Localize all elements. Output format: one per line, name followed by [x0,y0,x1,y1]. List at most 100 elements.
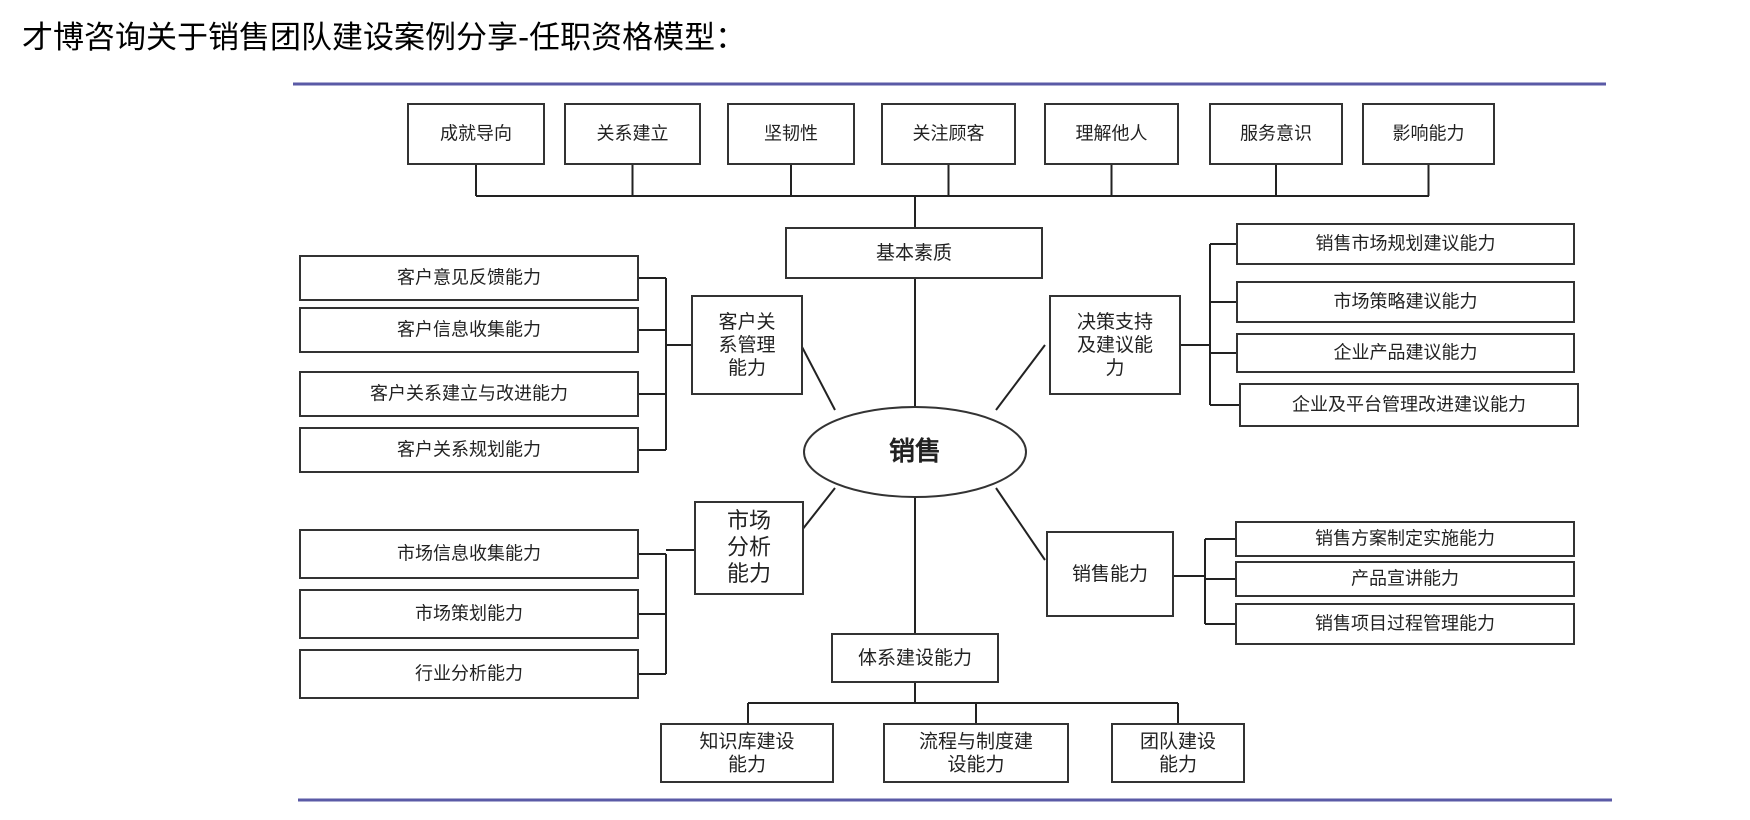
crm-item-4-label: 客户关系规划能力 [397,440,541,461]
system-group-box-label: 体系建设能力 [858,647,972,669]
system-item-2-frame [883,723,1069,783]
center-ellipse [803,406,1027,498]
sales-item-3: 销售项目过程管理能力 [1235,603,1575,645]
trait-box-1: 成就导向 [407,103,545,165]
trait-box-3-frame [727,103,855,165]
trait-box-2: 关系建立 [564,103,701,165]
crm-item-4: 客户关系规划能力 [299,427,639,473]
spoke-decision [995,344,1046,411]
system-item-2-label: 设能力 [947,753,1004,775]
trait-box-4-frame [881,103,1016,165]
market-group-box-label: 分析 [727,536,771,561]
market-group-box-frame [694,501,804,595]
trait-box-5-frame [1044,103,1179,165]
crm-item-2-label: 客户信息收集能力 [397,320,541,341]
sales-group-box-frame [1046,531,1174,617]
spoke-sales [995,487,1046,561]
market-group-box-label: 能力 [727,562,771,587]
trait-box-6-frame [1209,103,1343,165]
page-title: 才博咨询关于销售团队建设案例分享-任职资格模型： [22,20,747,56]
system-item-3-label: 能力 [1159,753,1197,775]
basic-quality-box: 基本素质 [785,227,1043,279]
decision-item-1-label: 销售市场规划建议能力 [1316,234,1496,255]
sales-item-1: 销售方案制定实施能力 [1235,521,1575,557]
market-item-2-frame [299,589,639,639]
market-item-2-label: 市场策划能力 [415,604,523,625]
trait-box-5-label: 理解他人 [1076,124,1148,145]
system-item-1-frame [660,723,834,783]
decision-item-1-frame [1236,223,1575,265]
spoke-market [801,487,836,531]
decision-group-box-label: 及建议能 [1077,334,1153,356]
sales-group-box: 销售能力 [1046,531,1174,617]
decision-item-3-frame [1236,333,1575,373]
market-item-1-frame [299,529,639,579]
sales-group-box-label: 销售能力 [1072,563,1148,585]
trait-box-3: 坚韧性 [727,103,855,165]
spoke-crm [800,344,836,411]
trait-box-6: 服务意识 [1209,103,1343,165]
system-item-1-label: 能力 [728,753,766,775]
market-item-2: 市场策划能力 [299,589,639,639]
decision-item-2: 市场策略建议能力 [1236,281,1575,323]
sales-item-2-frame [1235,561,1575,597]
sales-item-2: 产品宣讲能力 [1235,561,1575,597]
system-group-box: 体系建设能力 [831,633,999,683]
trait-box-7-frame [1362,103,1495,165]
trait-box-6-label: 服务意识 [1240,124,1312,145]
crm-group-box-label: 能力 [728,357,766,379]
decision-item-2-label: 市场策略建议能力 [1334,292,1478,313]
crm-group-box-label: 系管理 [718,334,775,356]
crm-item-1-label: 客户意见反馈能力 [397,268,541,289]
trait-box-2-label: 关系建立 [597,124,669,145]
trait-box-5: 理解他人 [1044,103,1179,165]
system-item-3-label: 团队建设 [1140,731,1216,753]
crm-item-1-frame [299,255,639,301]
market-item-3: 行业分析能力 [299,649,639,699]
decision-group-box-label: 力 [1105,357,1124,379]
trait-box-3-label: 坚韧性 [764,124,818,145]
sales-item-3-label: 销售项目过程管理能力 [1315,614,1495,635]
crm-item-4-frame [299,427,639,473]
decision-item-4-label: 企业及平台管理改进建议能力 [1292,395,1526,416]
center-node: 销售 [803,406,1027,498]
market-item-1-label: 市场信息收集能力 [397,544,541,565]
decision-group-box-frame [1049,295,1181,395]
basic-quality-box-frame [785,227,1043,279]
trait-box-7: 影响能力 [1362,103,1495,165]
market-group-box-label: 市场 [727,509,771,534]
trait-box-2-frame [564,103,701,165]
market-item-3-label: 行业分析能力 [415,664,523,685]
market-item-3-frame [299,649,639,699]
basic-quality-box-label: 基本素质 [876,242,952,264]
crm-item-3-frame [299,371,639,417]
sales-item-3-frame [1235,603,1575,645]
center-label: 销售 [889,436,941,467]
decision-item-4-frame [1239,383,1579,427]
sales-item-2-label: 产品宣讲能力 [1351,569,1459,590]
decision-item-3-label: 企业产品建议能力 [1334,343,1478,364]
crm-item-2: 客户信息收集能力 [299,307,639,353]
decision-item-4: 企业及平台管理改进建议能力 [1239,383,1579,427]
trait-box-1-frame [407,103,545,165]
crm-item-2-frame [299,307,639,353]
system-group-box-frame [831,633,999,683]
decision-item-2-frame [1236,281,1575,323]
trait-box-7-label: 影响能力 [1393,124,1465,145]
system-item-3-frame [1111,723,1245,783]
crm-item-1: 客户意见反馈能力 [299,255,639,301]
market-item-1: 市场信息收集能力 [299,529,639,579]
system-item-1-label: 知识库建设 [699,731,794,753]
decision-group-box-label: 决策支持 [1077,311,1153,333]
sales-item-1-frame [1235,521,1575,557]
sales-item-1-label: 销售方案制定实施能力 [1315,529,1495,550]
system-item-2-label: 流程与制度建 [919,731,1033,753]
trait-box-4-label: 关注顾客 [913,124,985,145]
crm-item-3: 客户关系建立与改进能力 [299,371,639,417]
trait-box-1-label: 成就导向 [440,124,512,145]
